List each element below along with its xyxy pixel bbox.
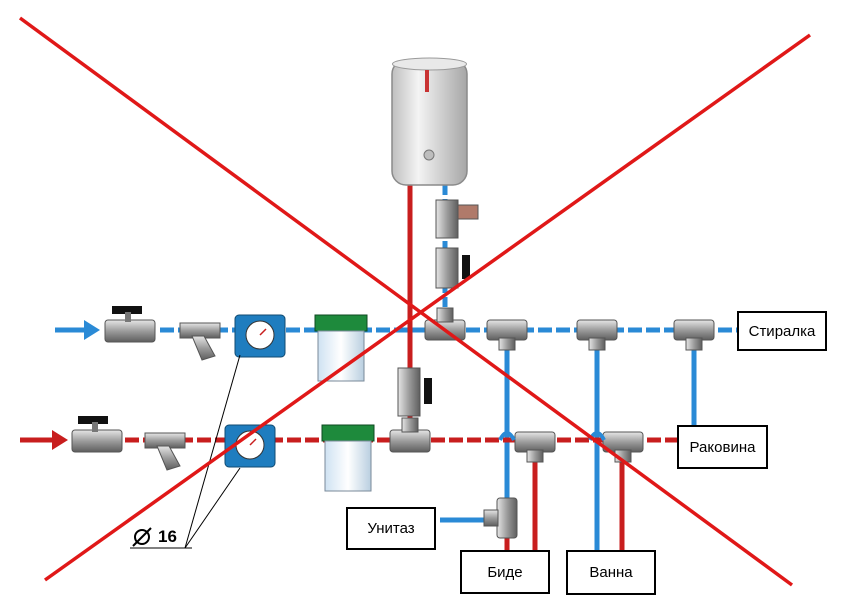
washer-label: Стиралка <box>737 311 827 351</box>
diameter-leaders <box>130 354 241 549</box>
cold-water-pipes <box>160 185 740 550</box>
hot-ball-valve <box>71 416 123 453</box>
check-valve-icon <box>435 199 479 289</box>
bath-label: Ванна <box>566 550 656 595</box>
hot-filter <box>321 424 375 492</box>
cold-heater-tee <box>424 307 466 341</box>
hot-heater-tee <box>389 417 431 453</box>
toilet-tee <box>483 497 518 539</box>
hot-tees <box>514 431 644 463</box>
crossover-bump <box>498 431 516 441</box>
diameter-value: 16 <box>158 527 177 546</box>
cross-out-mark <box>18 16 812 587</box>
bidet-label: Биде <box>460 550 550 594</box>
cold-filter <box>314 314 368 382</box>
cold-water-meter <box>234 314 286 358</box>
hot-inlet-arrow <box>20 430 68 450</box>
hot-y-strainer <box>144 432 186 471</box>
hot-check-valve <box>397 367 432 417</box>
cold-y-strainer <box>179 322 221 361</box>
cold-inlet-arrow <box>55 320 100 340</box>
tee-fitting-icon <box>486 319 715 351</box>
sink-label: Раковина <box>677 425 768 469</box>
toilet-label: Унитаз <box>346 507 436 550</box>
diameter-symbol <box>132 527 152 547</box>
boiler-icon <box>391 57 468 186</box>
cold-ball-valve <box>104 306 156 343</box>
